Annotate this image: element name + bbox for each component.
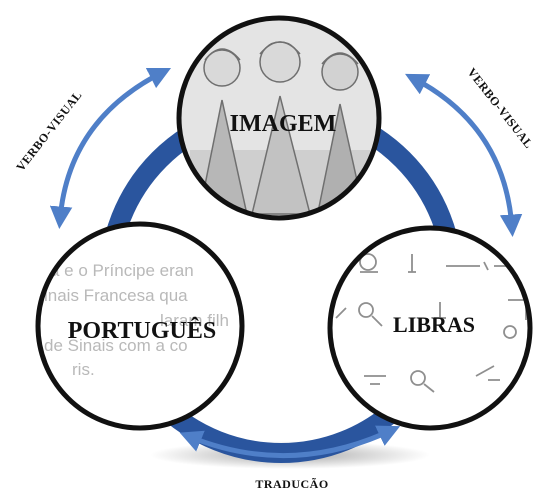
portuguese-text-line: inais Francesa qua (44, 286, 188, 305)
portuguese-text-line: a e o Príncipe eran (50, 261, 194, 280)
label-right-relation: VERBO-VISUAL (465, 65, 536, 151)
portuguese-text-line: laram filh (160, 311, 229, 330)
arrow-right-verbo-visual (405, 73, 523, 237)
portuguese-text-line: ris. (72, 360, 95, 379)
node-imagem: IMAGEM (176, 15, 382, 221)
node-libras-label: LIBRAS (393, 312, 475, 337)
node-imagem-label: IMAGEM (230, 111, 337, 137)
portuguese-text-line: de Sinais com a co (44, 336, 188, 355)
portuguese-text-snippet: a e o Príncipe eran inais Francesa qua l… (44, 261, 229, 379)
node-portugues-label: PORTUGUÊS (68, 317, 217, 344)
arrow-left-verbo-visual (49, 67, 172, 229)
node-libras: LIBRAS (327, 225, 533, 431)
arrow-bottom-traducao (179, 425, 401, 459)
node-portugues: a e o Príncipe eran inais Francesa qua l… (35, 221, 245, 431)
label-bottom-relation: TRADUCÃO (255, 477, 328, 491)
